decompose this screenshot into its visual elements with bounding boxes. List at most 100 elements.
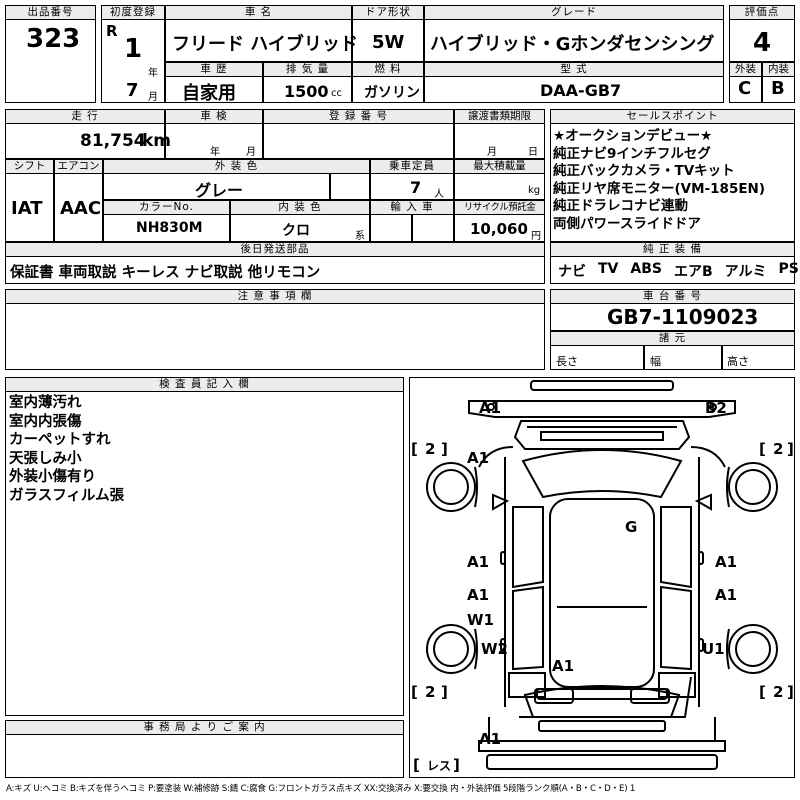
rear-bumper-lower — [486, 754, 718, 770]
displacement-unit: cc — [331, 88, 342, 99]
max-load-label: 最大積載量 — [454, 159, 545, 174]
equipment-list: ナビ TV ABS エアB アルミ PS PW — [558, 261, 800, 281]
rear-panel — [538, 720, 666, 732]
mileage-cell — [5, 123, 165, 159]
car-name: フリード ハイブリッド — [172, 34, 358, 55]
tire-rear-right — [728, 624, 778, 674]
mark-right-rear-quarter: U1 — [702, 640, 725, 658]
svg-text:]: ] — [787, 683, 794, 701]
recycle-label: リサイクル預託金 — [454, 200, 545, 215]
windshield — [521, 449, 683, 499]
score-label: 評価点 — [729, 5, 795, 20]
door-cell — [352, 19, 424, 62]
specs-label: 諸 元 — [550, 331, 795, 346]
reg-year-unit: 年 — [148, 68, 158, 79]
equipment-item: エアB — [673, 264, 713, 280]
import-label: 輸 入 車 — [370, 200, 454, 215]
svg-text:[: [ — [413, 756, 420, 774]
inspection-label: 車 検 — [165, 109, 263, 124]
tire-rear-left — [426, 624, 476, 674]
reg-year: 1 — [124, 34, 143, 64]
exterior-grade-cell — [729, 76, 762, 103]
interior-grade-label: 内装 — [762, 62, 795, 77]
spec-height-cell — [722, 345, 795, 370]
equipment-item: ABS — [630, 261, 662, 277]
displacement: 1500 — [284, 82, 329, 101]
office-cell — [5, 734, 404, 778]
score-cell — [729, 19, 795, 62]
mark-left-rear-quarter: W2 — [481, 640, 508, 658]
svg-text:]: ] — [441, 683, 448, 701]
reg-month-unit: 月 — [148, 92, 158, 103]
spec-height: 高さ — [727, 355, 749, 368]
grade: ハイブリッド・Gホンダセンシング — [430, 34, 715, 55]
shift-label: シフト — [5, 159, 54, 174]
mark-left-rear-door: A1 — [467, 586, 489, 604]
tire-rl-value: 2 — [425, 683, 435, 701]
lot-number-cell — [5, 19, 96, 103]
exterior-grade: C — [738, 78, 752, 99]
equipment-item: アルミ — [724, 264, 767, 280]
inspection-month-unit: 月 — [246, 147, 256, 158]
svg-text:[: [ — [411, 440, 418, 458]
door-label: ドア形状 — [352, 5, 424, 20]
lot-number: 323 — [26, 24, 81, 54]
mark-right-rear-door: A1 — [715, 586, 737, 604]
registration-cell — [263, 123, 454, 159]
mark-right-front-door: A1 — [715, 553, 737, 571]
first-reg-label: 初度登録 — [101, 5, 165, 20]
svg-text:]: ] — [441, 440, 448, 458]
import-cell-1 — [370, 214, 412, 242]
interior-color-label: 内 装 色 — [230, 200, 370, 215]
svg-text:[: [ — [411, 683, 418, 701]
exterior-color-extra-cell — [330, 173, 370, 200]
capacity: 7 — [410, 178, 422, 197]
sales-point: 純正リヤ席モニター(VM-185EN) — [553, 180, 766, 197]
right-rear-panel — [658, 672, 696, 698]
later-parts-cell — [5, 256, 545, 284]
fuel-cell — [352, 76, 424, 103]
mark-front-left: A1 — [479, 399, 501, 417]
mileage: 81,754 — [80, 131, 146, 151]
front-bumper — [468, 400, 736, 418]
capacity-unit: 人 — [434, 189, 444, 200]
door-type: 5W — [372, 32, 405, 53]
capacity-cell — [370, 173, 454, 200]
grille — [540, 431, 664, 441]
right-front-door — [660, 506, 692, 589]
transfer-month-unit: 月 — [487, 147, 497, 158]
first-reg-cell — [101, 19, 165, 103]
office-label: 事 務 局 よ り ご 案 内 — [5, 720, 404, 735]
inspection-year-unit: 年 — [210, 147, 220, 158]
later-parts-label: 後日発送部品 — [5, 242, 545, 257]
aircon: AAC — [60, 198, 102, 219]
car-name-label: 車 名 — [165, 5, 352, 20]
displacement-cell — [263, 76, 352, 103]
inspector-note: 天張しみ小 — [9, 450, 82, 467]
sales-points-list: ★オークションデビュー★ 純正ナビ9インチフルセグ 純正バックカメラ・TVキット… — [553, 128, 765, 233]
spec-length: 長さ — [556, 355, 578, 368]
inspector-note: 室内内張傷 — [9, 413, 82, 430]
mark-front-right: B2 — [705, 399, 727, 417]
equipment-item: PS — [778, 261, 799, 277]
transfer-day-unit: 日 — [528, 147, 538, 158]
left-rear-door — [512, 585, 544, 671]
mark-left-sill: W1 — [467, 611, 494, 629]
svg-text:]: ] — [787, 440, 794, 458]
rear-bumper — [478, 740, 726, 752]
history-label: 車 歴 — [165, 62, 263, 77]
equipment-label: 純 正 装 備 — [550, 242, 795, 257]
tire-fl-value: 2 — [425, 440, 435, 458]
interior-color-unit: 系 — [355, 231, 365, 242]
exterior-color: グレー — [195, 181, 244, 200]
mark-left-front-door: A1 — [467, 553, 489, 571]
sales-points-label: セールスポイント — [550, 109, 795, 124]
car-diagram-frame — [409, 377, 795, 778]
tire-fr-value: 2 — [773, 440, 783, 458]
tire-front-left — [426, 462, 476, 512]
aircon-label: エアコン — [54, 159, 103, 174]
svg-text:[: [ — [759, 683, 766, 701]
tire-rr-value: 2 — [773, 683, 783, 701]
chassis-cell — [550, 303, 795, 331]
rear-window — [523, 685, 681, 718]
